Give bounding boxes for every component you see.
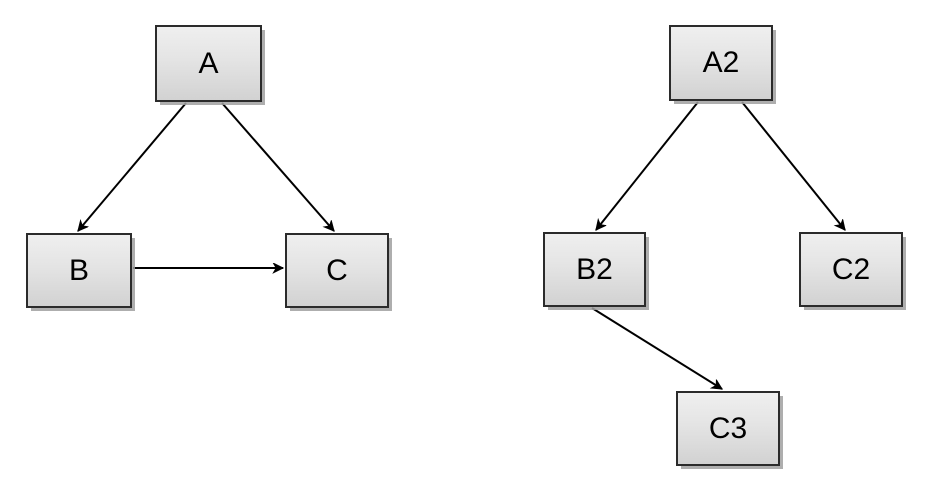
edge-a-to-b[interactable]: [77, 102, 187, 231]
node-b[interactable]: B: [26, 233, 132, 308]
node-b2[interactable]: B2: [543, 232, 646, 307]
node-c3[interactable]: C3: [676, 391, 780, 466]
edge-a2-to-b2[interactable]: [595, 101, 699, 230]
edge-a-to-c[interactable]: [221, 102, 334, 231]
node-c-label: C: [326, 253, 348, 287]
node-c3-label: C3: [708, 411, 748, 445]
node-b2-label: B2: [576, 252, 613, 286]
node-a2[interactable]: A2: [669, 25, 773, 101]
node-b-label: B: [68, 253, 89, 287]
node-c[interactable]: C: [285, 233, 389, 308]
node-c2-label: C2: [831, 252, 871, 286]
edges-group: [77, 101, 846, 390]
node-a2-label: A2: [702, 46, 740, 79]
edge-a2-to-c2[interactable]: [741, 101, 846, 230]
node-a[interactable]: A: [155, 25, 262, 102]
node-a-label: A: [198, 46, 219, 80]
node-c2[interactable]: C2: [799, 232, 903, 307]
edge-b2-to-c3[interactable]: [591, 307, 722, 390]
